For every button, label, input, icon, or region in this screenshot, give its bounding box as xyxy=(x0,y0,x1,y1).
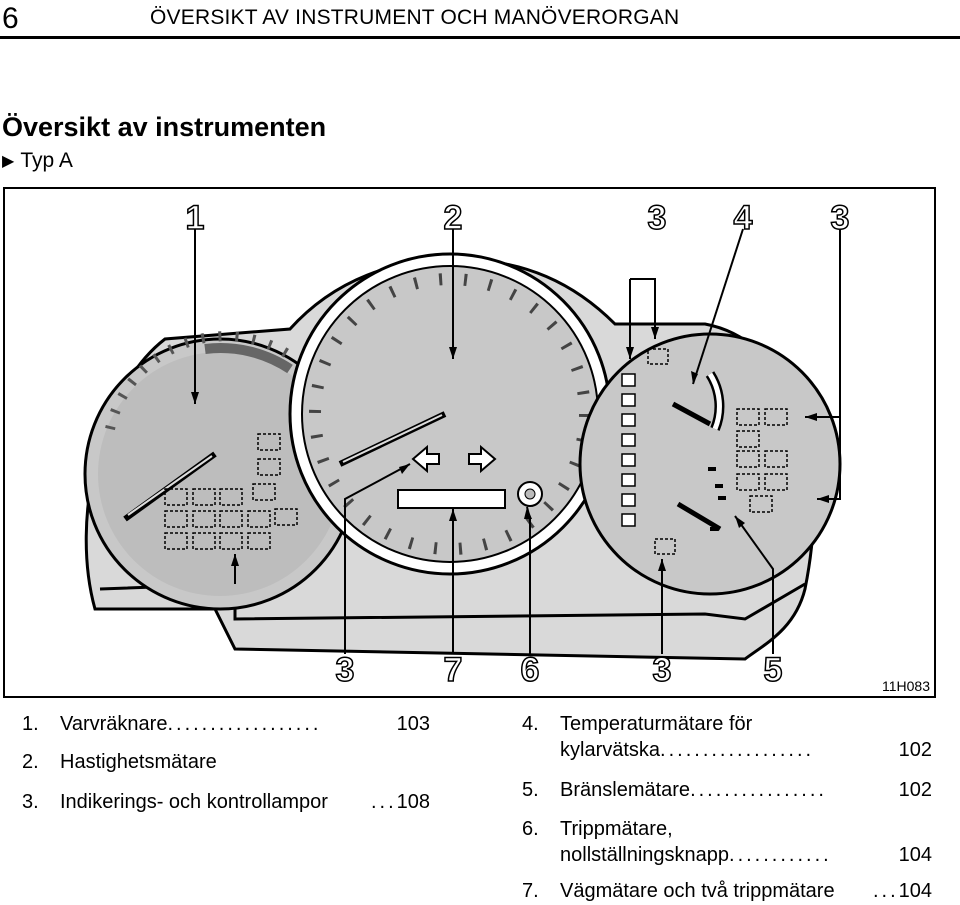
legend-item-6-line2: nollställningsknapp............104 xyxy=(560,844,932,866)
instrument-cluster-figure: 1 2 3 4 3 3 7 6 3 5 11H083 xyxy=(3,187,936,698)
callout-7: 7 xyxy=(444,651,463,689)
temp-fuel-dial xyxy=(578,332,842,596)
legend-item-6-line1: 6.Trippmätare, xyxy=(522,818,673,840)
callout-3-bottom-right: 3 xyxy=(653,651,672,689)
instrument-cluster-drawing: 1 2 3 4 3 3 7 6 3 5 11H083 xyxy=(83,198,930,694)
legend-item-3: 3.Indikerings- och kontrollampor...108 xyxy=(22,791,430,813)
page-number: 6 xyxy=(2,2,19,35)
legend-item-5: 5.Bränslemätare................102 xyxy=(522,779,932,801)
legend-item-7: 7.Vägmätare och två trippmätare...104 xyxy=(522,880,932,902)
tachometer-dial xyxy=(83,331,357,611)
turn-left-arrow-icon xyxy=(411,444,440,474)
callout-3-top-right: 3 xyxy=(831,199,850,237)
subsection-heading: ▶ Typ A xyxy=(2,149,73,173)
turn-right-arrow-icon xyxy=(468,444,497,474)
callout-3-bottom-left: 3 xyxy=(336,651,355,689)
triangle-marker-icon: ▶ xyxy=(2,153,15,170)
legend-item-1: 1.Varvräknare..................103 xyxy=(22,713,430,735)
callout-5: 5 xyxy=(764,651,783,689)
legend-item-4-line2: kylarvätska..................102 xyxy=(560,739,932,761)
legend-item-2: 2.Hastighetsmätare xyxy=(22,751,217,773)
chapter-title: ÖVERSIKT AV INSTRUMENT OCH MANÖVERORGAN xyxy=(150,6,680,29)
page-header: 6 ÖVERSIKT AV INSTRUMENT OCH MANÖVERORGA… xyxy=(0,0,960,39)
figure-code: 11H083 xyxy=(882,678,930,694)
callout-3-top-left: 3 xyxy=(648,199,667,237)
speedometer-dial xyxy=(288,252,612,576)
section-title: Översikt av instrumenten xyxy=(2,112,327,142)
callout-1: 1 xyxy=(186,199,205,237)
subsection-label: Typ A xyxy=(20,149,73,172)
callout-6: 6 xyxy=(521,651,540,689)
odometer-display xyxy=(397,489,506,509)
legend-item-4-line1: 4.Temperaturmätare för xyxy=(522,713,753,735)
callout-4: 4 xyxy=(734,199,753,237)
callout-2: 2 xyxy=(444,199,463,237)
